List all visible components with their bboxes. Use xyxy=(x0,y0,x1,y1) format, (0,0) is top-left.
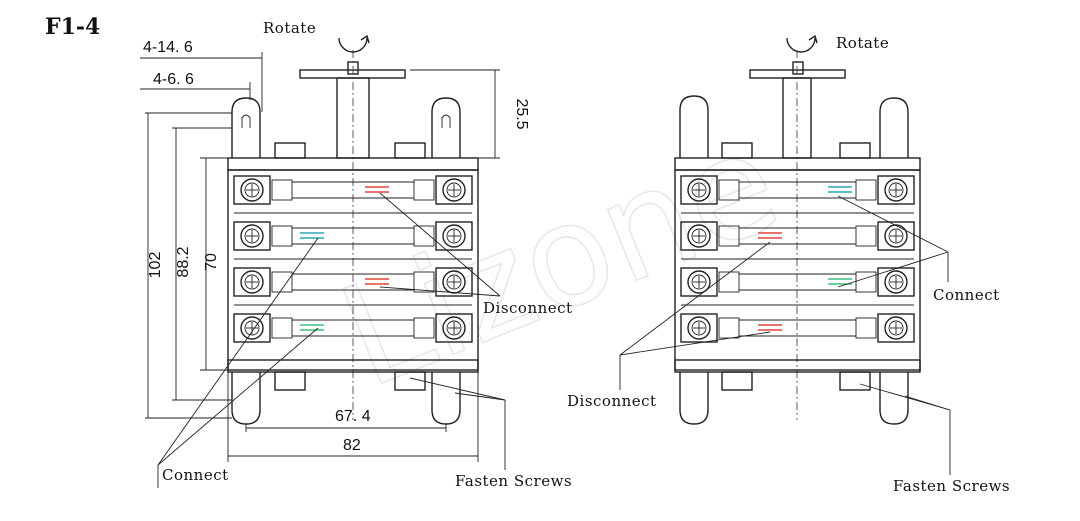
terminal-screw-icon xyxy=(884,270,908,294)
rotate-arrow-icon xyxy=(338,37,368,53)
dim-4-14-6: 4-14. 6 xyxy=(143,39,193,56)
rotate-arrowhead-icon xyxy=(360,34,370,44)
terminal-screw-icon xyxy=(884,224,908,248)
left-switch-diagram xyxy=(227,34,479,425)
terminal-screw-icon xyxy=(442,224,466,248)
dim-67-4: 67. 4 xyxy=(335,408,371,425)
terminal-screw-icon xyxy=(687,270,711,294)
terminal-screw-icon xyxy=(687,316,711,340)
right-disconnect-label: Disconnect xyxy=(567,392,657,410)
left-dimensions: 4-14. 6 4-6. 6 25.5 102 88.2 70 67. 4 82 xyxy=(140,39,530,462)
terminal-screw-icon xyxy=(884,178,908,202)
right-switch-body xyxy=(674,169,921,371)
right-connect-label: Connect xyxy=(933,286,1000,304)
right-leaders xyxy=(619,195,951,475)
figure-title: F1-4 xyxy=(45,14,100,40)
switch-body xyxy=(227,169,479,371)
terminal-screw-icon xyxy=(884,316,908,340)
dim-102: 102 xyxy=(147,252,164,279)
left-connect-label: Connect xyxy=(162,466,229,484)
right-rotate-label: Rotate xyxy=(836,34,889,52)
top-right-ear xyxy=(431,97,461,158)
terminal-screw-icon xyxy=(240,178,264,202)
top-left-ear xyxy=(231,97,261,158)
top-nut-left xyxy=(274,142,306,159)
top-nut-right xyxy=(394,142,426,159)
bottom-nut-right xyxy=(394,371,426,391)
terminal-screw-icon xyxy=(240,270,264,294)
terminal-screw-icon xyxy=(687,178,711,202)
dim-70: 70 xyxy=(203,253,220,271)
left-fasten-label: Fasten Screws xyxy=(455,472,572,490)
right-fasten-label: Fasten Screws xyxy=(893,477,1010,495)
terminal-screw-icon xyxy=(240,224,264,248)
right-rotate-arrow-icon xyxy=(786,37,816,53)
terminal-screw-icon xyxy=(442,316,466,340)
right-switch-diagram xyxy=(674,34,921,425)
terminal-screw-icon xyxy=(442,178,466,202)
dim-4-6-6: 4-6. 6 xyxy=(153,71,194,88)
left-rotate-label: Rotate xyxy=(263,19,316,37)
dim-82: 82 xyxy=(343,437,361,454)
bottom-nut-left xyxy=(274,371,306,391)
left-disconnect-label: Disconnect xyxy=(483,299,573,317)
terminal-screw-icon xyxy=(240,316,264,340)
terminal-screw-icon xyxy=(687,224,711,248)
left-leaders xyxy=(157,192,506,488)
dim-88-2: 88.2 xyxy=(175,246,192,277)
dim-25-5: 25.5 xyxy=(513,98,530,129)
right-rotate-arrowhead-icon xyxy=(808,34,818,44)
